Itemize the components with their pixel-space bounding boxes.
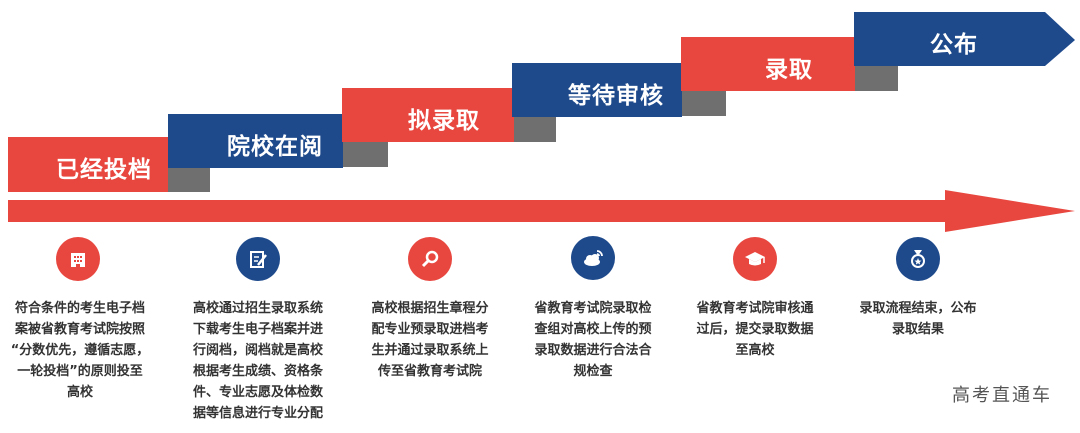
description-line: 件、专业志愿及体检数 <box>192 385 323 400</box>
step-banner-2 <box>168 114 343 168</box>
step-description-4: 省教育考试院录取检 查组对高校上传的预 录取数据进行合法合 规检查 <box>513 298 673 382</box>
step-banner-shadow-1 <box>166 163 210 192</box>
step-banner-shadow-5 <box>853 64 898 91</box>
step-description-3: 高校根据招生章程分 配专业预录取进档考 生并通过录取系统上 传至省教育考试院 <box>350 298 510 382</box>
description-line: 配专业预录取进档考 <box>371 322 489 337</box>
search-icon <box>408 237 452 281</box>
step-label-5: 录取 <box>765 57 813 83</box>
description-line: 录取结果 <box>891 322 944 337</box>
description-line: 符合条件的考生电子档 <box>14 301 145 316</box>
description-line: 根据考生成绩、资格条 <box>192 364 323 379</box>
description-line: 录取数据进行合法合 <box>534 343 652 358</box>
edit-document-icon <box>236 237 280 281</box>
description-line: 规检查 <box>573 364 613 379</box>
step-label-2: 院校在阅 <box>227 134 323 160</box>
graduation-cap-icon <box>733 237 777 281</box>
step-description-2: 高校通过招生录取系统 下载考生电子档案并进 行阅档，阅档就是高校 根据考生成绩、… <box>178 298 338 424</box>
step-banner-1 <box>8 137 168 192</box>
description-line: 省教育考试院审核通 <box>696 301 814 316</box>
description-line: 一轮投档”的原则投至 <box>17 364 143 379</box>
timeline-arrow <box>8 190 1075 232</box>
description-line: 高校通过招生录取系统 <box>192 301 323 316</box>
step-label-6: 公布 <box>930 32 978 58</box>
step-banner-shadow-2 <box>342 142 388 167</box>
description-line: 生并通过录取系统上 <box>371 343 489 358</box>
description-line: 传至省教育考试院 <box>377 364 482 379</box>
step-banner-4 <box>512 63 682 117</box>
watermark: 高考直通车 <box>952 385 1052 406</box>
cloud-signal-icon <box>571 236 615 280</box>
description-line: 下载考生电子档案并进 <box>192 322 323 337</box>
description-line: “分数优先，遵循志愿， <box>10 343 150 358</box>
step-banner-6 <box>854 12 1075 66</box>
step-banner-shadow-4 <box>680 89 726 116</box>
description-line: 过后，提交录取数据 <box>696 322 814 337</box>
building-icon <box>56 237 100 281</box>
description-line: 至高校 <box>735 343 775 358</box>
step-description-1: 符合条件的考生电子档 案被省教育考试院按照 “分数优先，遵循志愿， 一轮投档”的… <box>0 298 160 403</box>
description-line: 高校 <box>66 385 93 400</box>
step-banner-shadow-3 <box>513 116 556 142</box>
step-banner-3 <box>342 88 514 142</box>
description-line: 查组对高校上传的预 <box>534 322 652 337</box>
description-line: 行阅档，阅档就是高校 <box>192 343 323 358</box>
description-line: 省教育考试院录取检 <box>534 301 652 316</box>
medal-icon <box>896 237 940 281</box>
description-line: 高校根据招生章程分 <box>371 301 489 316</box>
description-line: 据等信息进行专业分配 <box>192 406 323 421</box>
step-banner-5 <box>681 37 855 91</box>
step-label-3: 拟录取 <box>408 108 480 134</box>
description-line: 录取流程结束，公布 <box>859 301 977 316</box>
step-label-4: 等待审核 <box>568 83 664 109</box>
step-label-1: 已经投档 <box>56 157 152 183</box>
step-description-5: 省教育考试院审核通 过后，提交录取数据 至高校 <box>675 298 835 361</box>
description-line: 案被省教育考试院按照 <box>14 322 145 337</box>
step-description-6: 录取流程结束，公布 录取结果 <box>838 298 998 340</box>
